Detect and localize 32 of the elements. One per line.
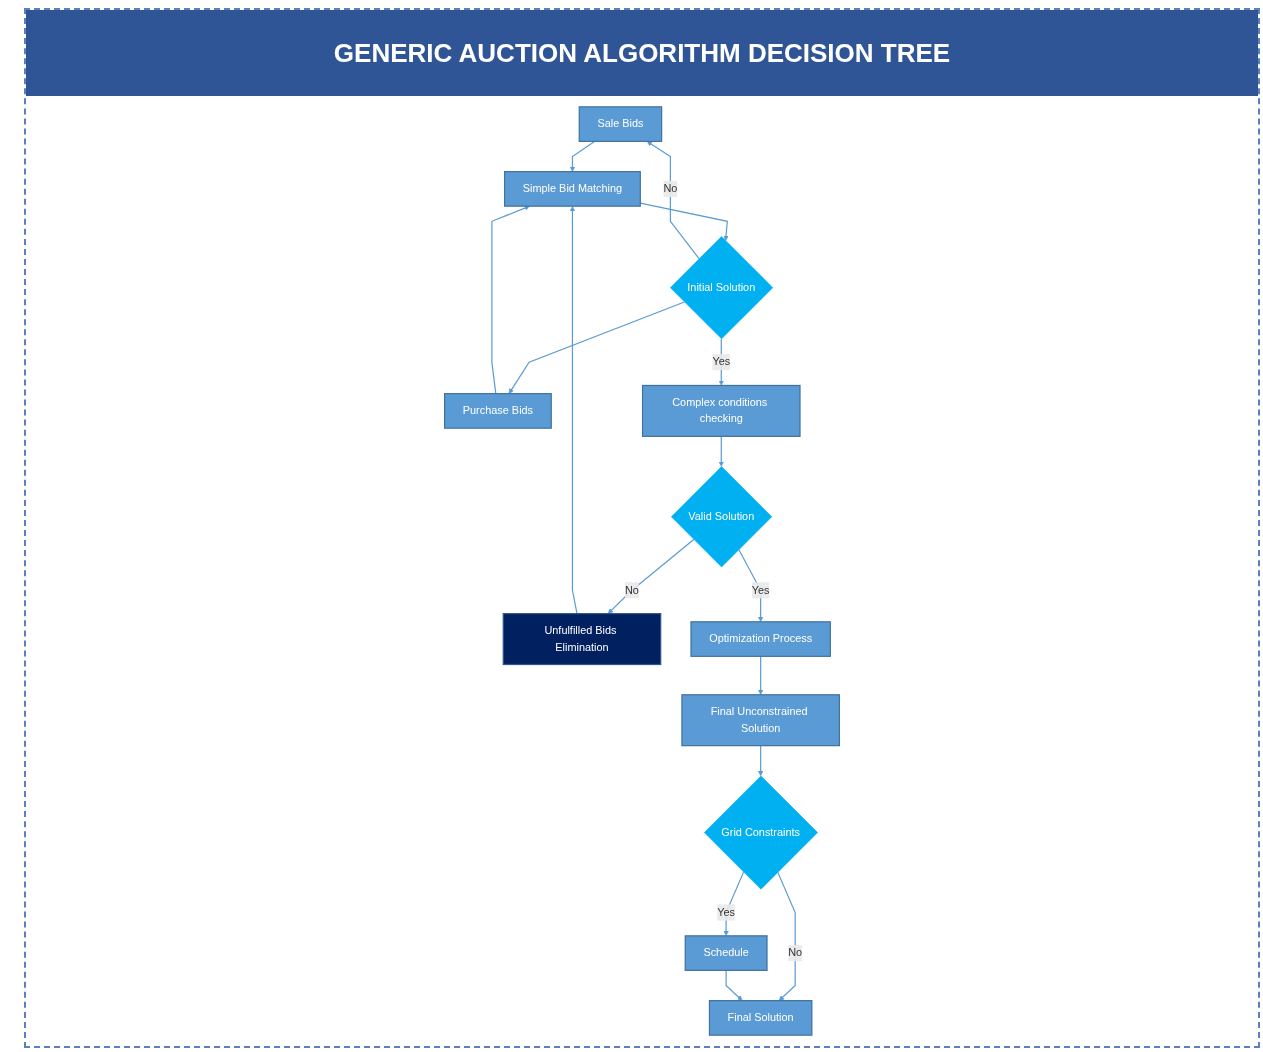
- title-banner: GENERIC AUCTION ALGORITHM DECISION TREE: [26, 10, 1258, 96]
- edge-label: Yes: [751, 583, 770, 597]
- edge-label: Yes: [717, 906, 736, 919]
- arrow: [725, 969, 743, 1001]
- node-box: Final Unconstrained Solution: [681, 694, 840, 747]
- edge-label: No: [624, 583, 639, 597]
- arrow: [646, 141, 700, 260]
- node-box: Complex conditions checking: [641, 384, 801, 437]
- node-box: Schedule: [684, 935, 768, 971]
- arrow: [491, 205, 530, 395]
- node-box: Sale Bids: [578, 106, 663, 142]
- node-box: Purchase Bids: [444, 393, 552, 429]
- edge-label: No: [663, 182, 678, 195]
- arrow: [569, 140, 596, 172]
- arrow: [607, 538, 695, 614]
- arrow: [569, 205, 578, 615]
- arrow: [758, 655, 764, 695]
- arrow: [777, 871, 796, 1001]
- node-box: Unfulfilled Bids Elimination: [502, 613, 662, 666]
- node-diamond: Valid Solution: [671, 466, 773, 568]
- node-box: Simple Bid Matching: [504, 171, 641, 207]
- node-box: Optimization Process: [690, 621, 831, 657]
- arrow: [718, 338, 724, 386]
- edge-label: Yes: [712, 355, 731, 368]
- arrow: [718, 435, 724, 467]
- arrow: [738, 548, 764, 623]
- node-diamond: Grid Constraints: [704, 775, 818, 890]
- arrow: [508, 301, 685, 394]
- arrow: [758, 745, 764, 777]
- edge-label: No: [788, 946, 803, 959]
- node-box: Final Solution: [708, 1000, 813, 1036]
- node-diamond: Initial Solution: [670, 236, 774, 340]
